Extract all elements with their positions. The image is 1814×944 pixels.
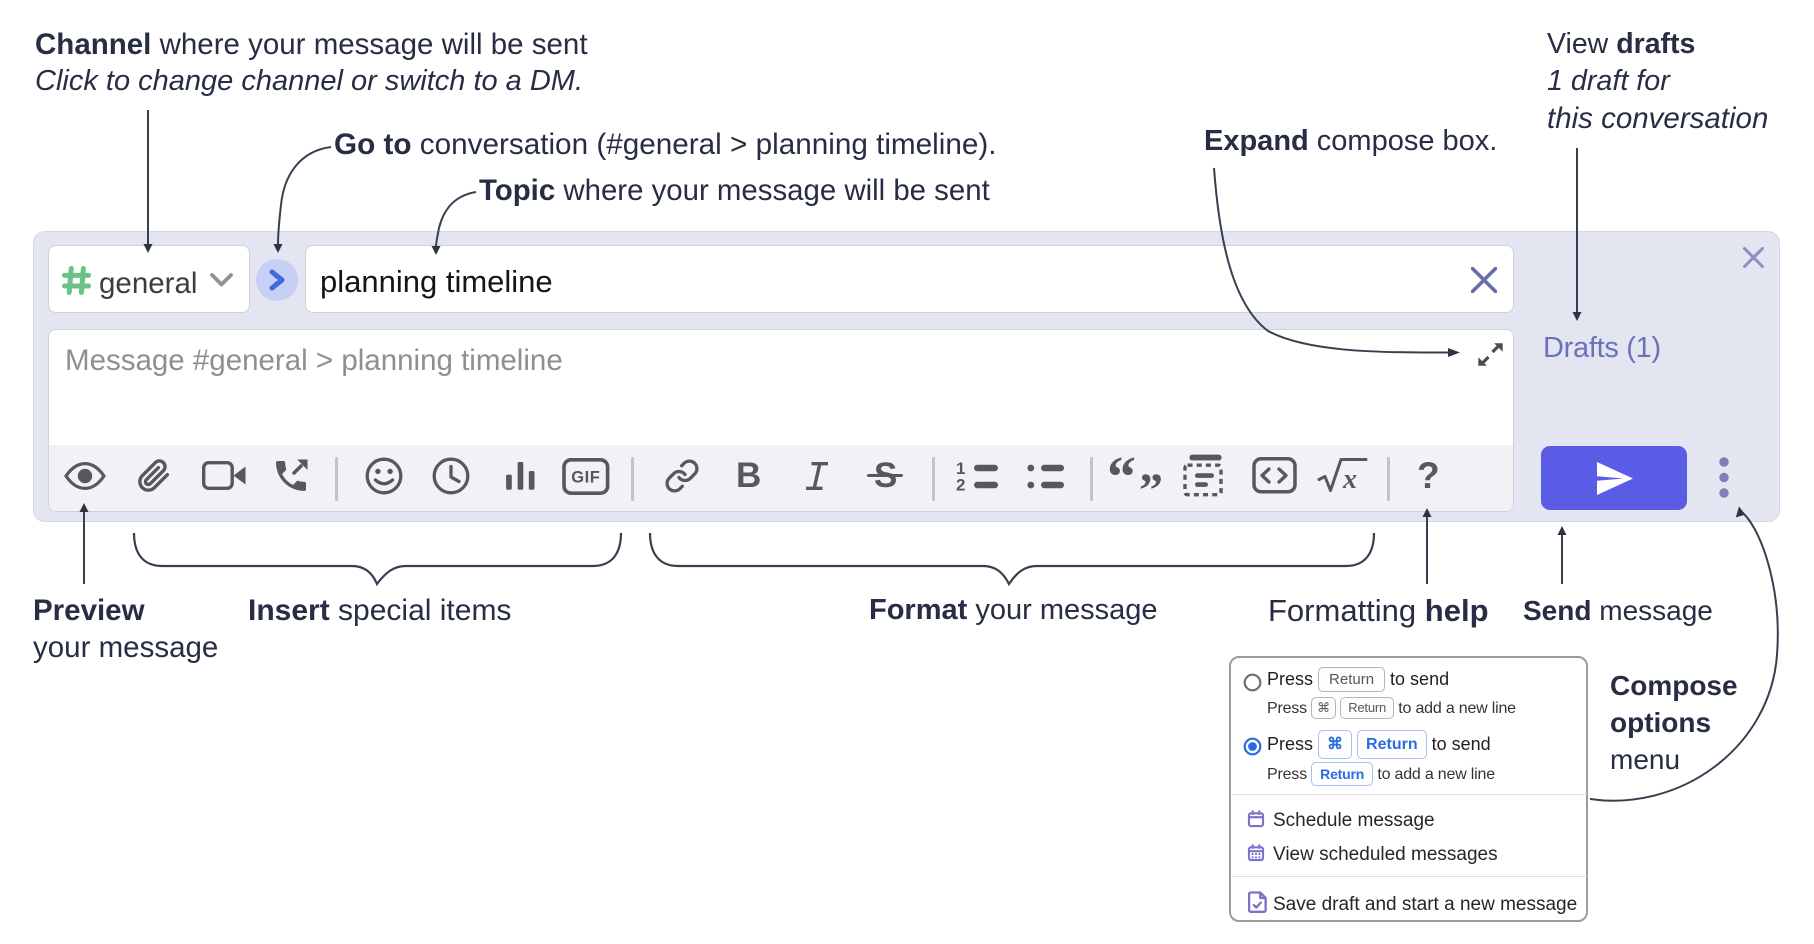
svg-text:GIF: GIF <box>571 469 600 487</box>
svg-text:1: 1 <box>956 461 965 478</box>
svg-text:x: x <box>1342 464 1357 493</box>
svg-text:2: 2 <box>956 476 965 492</box>
